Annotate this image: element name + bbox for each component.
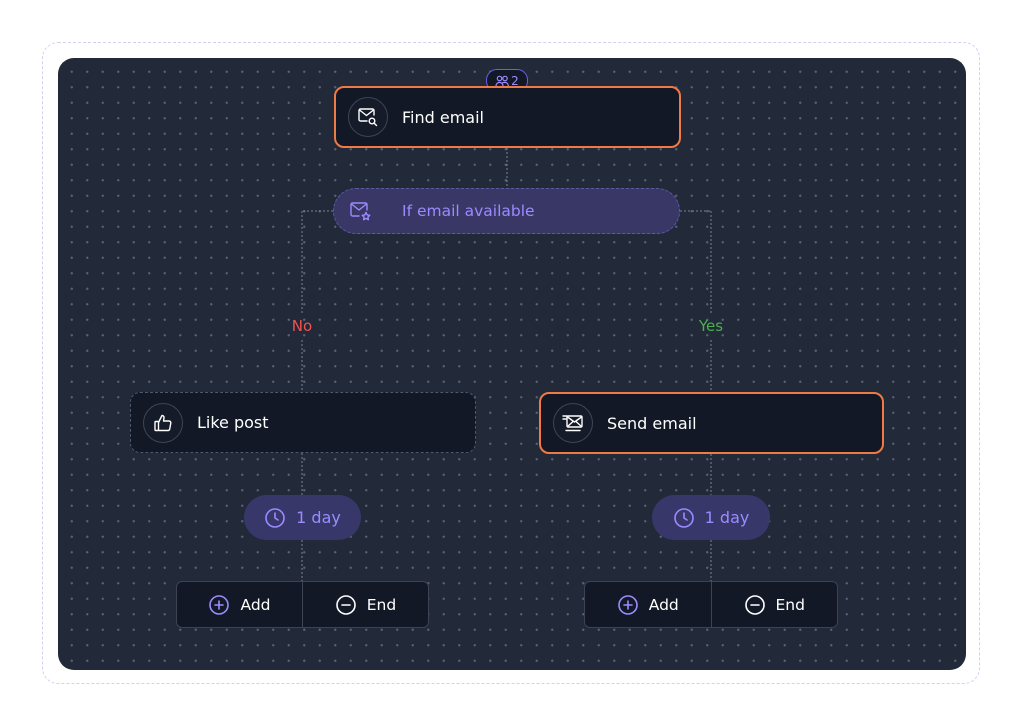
find-email-node[interactable]: Find email bbox=[334, 86, 681, 148]
envelope-send-icon bbox=[553, 403, 593, 443]
left-delay-pill[interactable]: 1 day bbox=[244, 495, 361, 540]
left-add-label: Add bbox=[240, 595, 271, 614]
branch-no-label: No bbox=[291, 317, 313, 335]
right-delay-label: 1 day bbox=[704, 508, 750, 527]
branch-yes-label: Yes bbox=[698, 317, 724, 335]
minus-circle-icon bbox=[744, 594, 766, 616]
clock-icon bbox=[264, 507, 286, 529]
right-add-label: Add bbox=[648, 595, 679, 614]
thumbs-up-icon bbox=[143, 402, 183, 443]
right-end-label: End bbox=[775, 595, 805, 614]
right-delay-pill[interactable]: 1 day bbox=[652, 495, 770, 540]
right-end-button[interactable]: End bbox=[710, 582, 838, 627]
find-email-label: Find email bbox=[402, 107, 484, 127]
left-end-button[interactable]: End bbox=[302, 582, 428, 627]
if-email-available-label: If email available bbox=[402, 202, 535, 220]
left-action-bar: Add End bbox=[176, 581, 429, 628]
right-action-bar: Add End bbox=[584, 581, 838, 628]
like-post-node[interactable]: Like post bbox=[130, 392, 476, 453]
workflow-canvas[interactable]: 2 Find email If email available No Yes L… bbox=[58, 58, 966, 670]
left-add-button[interactable]: Add bbox=[177, 582, 302, 627]
plus-circle-icon bbox=[617, 594, 639, 616]
send-email-label: Send email bbox=[607, 413, 697, 433]
clock-icon bbox=[673, 507, 695, 529]
left-delay-label: 1 day bbox=[296, 508, 341, 527]
envelope-star-icon bbox=[348, 198, 374, 224]
users-icon bbox=[495, 75, 510, 87]
send-email-node[interactable]: Send email bbox=[539, 392, 884, 454]
plus-circle-icon bbox=[208, 594, 230, 616]
envelope-search-icon bbox=[348, 97, 388, 137]
left-end-label: End bbox=[366, 595, 397, 614]
like-post-label: Like post bbox=[197, 413, 269, 432]
minus-circle-icon bbox=[335, 594, 357, 616]
right-add-button[interactable]: Add bbox=[585, 582, 711, 627]
audience-count: 2 bbox=[511, 73, 519, 88]
canvas-outer-frame bbox=[42, 42, 980, 684]
if-email-available-condition[interactable]: If email available bbox=[333, 188, 680, 234]
connector-lines bbox=[301, 148, 712, 628]
